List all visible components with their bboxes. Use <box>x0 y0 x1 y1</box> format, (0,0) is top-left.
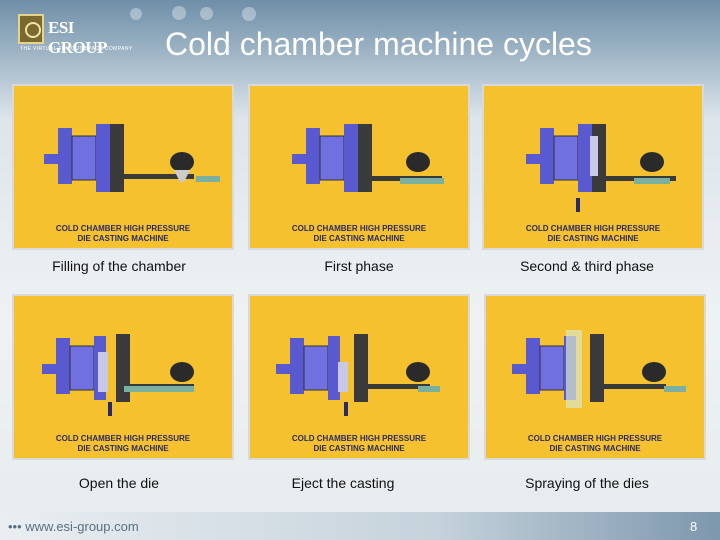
panel-caption-line1: COLD CHAMBER HIGH PRESSURE <box>291 224 427 233</box>
cycle-panel-first-phase: COLD CHAMBER HIGH PRESSURE DIE CASTING M… <box>248 84 470 250</box>
panel-caption-line2: DIE CASTING MACHINE <box>77 444 169 453</box>
decorative-dot <box>242 7 256 21</box>
slide-header: ESI GROUP THE VIRTUAL TRY-OUT SPACE COMP… <box>0 0 720 80</box>
panel-label: Open the die <box>78 475 160 491</box>
logo-subtitle: THE VIRTUAL TRY-OUT SPACE COMPANY <box>20 46 133 52</box>
machine-diagram <box>292 124 444 192</box>
decorative-dot <box>172 6 186 20</box>
logo-emblem-icon <box>18 14 44 44</box>
cycle-panel-spraying: COLD CHAMBER HIGH PRESSURE DIE CASTING M… <box>484 294 706 460</box>
cycle-panel-filling: COLD CHAMBER HIGH PRESSURE DIE CASTING M… <box>12 84 234 250</box>
panel-label: Eject the casting <box>291 475 395 491</box>
page-number: 8 <box>690 519 698 534</box>
panel-label: Filling of the chamber <box>52 258 186 274</box>
panel-label: Spraying of the dies <box>525 475 649 491</box>
machine-diagram <box>512 330 686 408</box>
cycle-panel-open-die: COLD CHAMBER HIGH PRESSURE DIE CASTING M… <box>12 294 234 460</box>
machine-diagram <box>42 334 194 416</box>
machine-diagram <box>526 124 676 212</box>
panel-caption-line1: COLD CHAMBER HIGH PRESSURE <box>525 224 661 233</box>
cycle-panel-eject: COLD CHAMBER HIGH PRESSURE DIE CASTING M… <box>248 294 470 460</box>
cycle-panel-second-third-phase: COLD CHAMBER HIGH PRESSURE DIE CASTING M… <box>482 84 704 250</box>
panel-caption-line2: DIE CASTING MACHINE <box>549 444 641 453</box>
decorative-dot <box>200 7 213 20</box>
machine-diagram <box>44 124 220 192</box>
logo-text: ESI GROUP <box>48 18 107 57</box>
decorative-dot <box>130 8 142 20</box>
footer-bar <box>0 512 720 540</box>
esi-group-logo: ESI GROUP THE VIRTUAL TRY-OUT SPACE COMP… <box>18 14 133 57</box>
machine-diagram <box>276 334 440 416</box>
panel-caption-line1: COLD CHAMBER HIGH PRESSURE <box>55 224 191 233</box>
panel-caption-line1: COLD CHAMBER HIGH PRESSURE <box>55 434 191 443</box>
panel-caption-line2: DIE CASTING MACHINE <box>313 234 405 243</box>
panel-label: First phase <box>324 258 394 274</box>
panel-caption-line2: DIE CASTING MACHINE <box>313 444 405 453</box>
panel-caption-line2: DIE CASTING MACHINE <box>547 234 639 243</box>
slide-title: Cold chamber machine cycles <box>165 26 592 62</box>
panel-caption-line2: DIE CASTING MACHINE <box>77 234 169 243</box>
panel-caption-line1: COLD CHAMBER HIGH PRESSURE <box>527 434 663 443</box>
footer-url: ••• www.esi-group.com <box>8 519 139 534</box>
panel-caption-line1: COLD CHAMBER HIGH PRESSURE <box>291 434 427 443</box>
panel-label: Second & third phase <box>520 258 654 274</box>
